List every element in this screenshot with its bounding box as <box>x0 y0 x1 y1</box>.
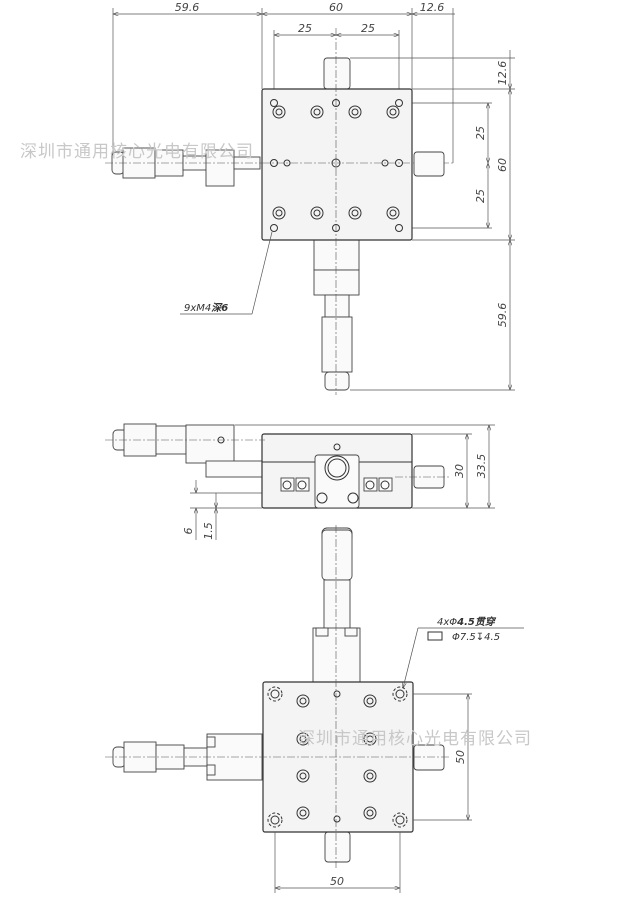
dim-bottom-height: 50 <box>454 750 467 764</box>
top-view: 59.6 60 12.6 25 25 12.6 60 25 25 59.6 9x… <box>105 1 515 395</box>
bottom-micrometer <box>313 239 360 391</box>
hole-callout-line2: Φ7.5↧4.5 <box>452 632 500 643</box>
dim-pitch-right: 25 <box>361 22 375 35</box>
dim-side-total-height: 33.5 <box>475 454 488 479</box>
bottom-view: 50 50 4xΦ4.5贯穿 Φ7.5↧4.5 <box>105 525 524 893</box>
right-knob <box>413 151 445 177</box>
side-view: 30 33.5 6 1.5 <box>105 423 495 543</box>
dim-offset-a: 6 <box>182 528 195 535</box>
hole-callout-line1: 4xΦ4.5贯穿 <box>437 616 497 628</box>
dim-pitch-upper: 25 <box>474 126 487 140</box>
stage-top-plate <box>261 88 413 241</box>
dim-side-height: 30 <box>453 464 466 478</box>
dim-pitch-lower: 25 <box>474 189 487 203</box>
thread-callout: 9xM4深6 <box>184 302 228 314</box>
dim-left-travel: 59.6 <box>175 1 200 14</box>
watermark-bottom: 深圳市通用核心光电有限公司 <box>298 729 532 749</box>
dim-bottom-width: 50 <box>330 875 344 888</box>
dim-height: 60 <box>496 158 509 172</box>
dim-right-knob: 12.6 <box>420 1 445 14</box>
dim-pitch-left: 25 <box>298 22 312 35</box>
mount-holes <box>270 99 403 232</box>
watermark-top: 深圳市通用核心光电有限公司 <box>20 142 254 162</box>
dim-bottom-travel: 59.6 <box>496 303 509 328</box>
dim-top-knob: 12.6 <box>496 61 509 86</box>
dim-offset-b: 1.5 <box>202 522 215 540</box>
through-holes <box>267 686 408 828</box>
top-knob <box>323 57 351 90</box>
dim-width: 60 <box>329 1 343 14</box>
